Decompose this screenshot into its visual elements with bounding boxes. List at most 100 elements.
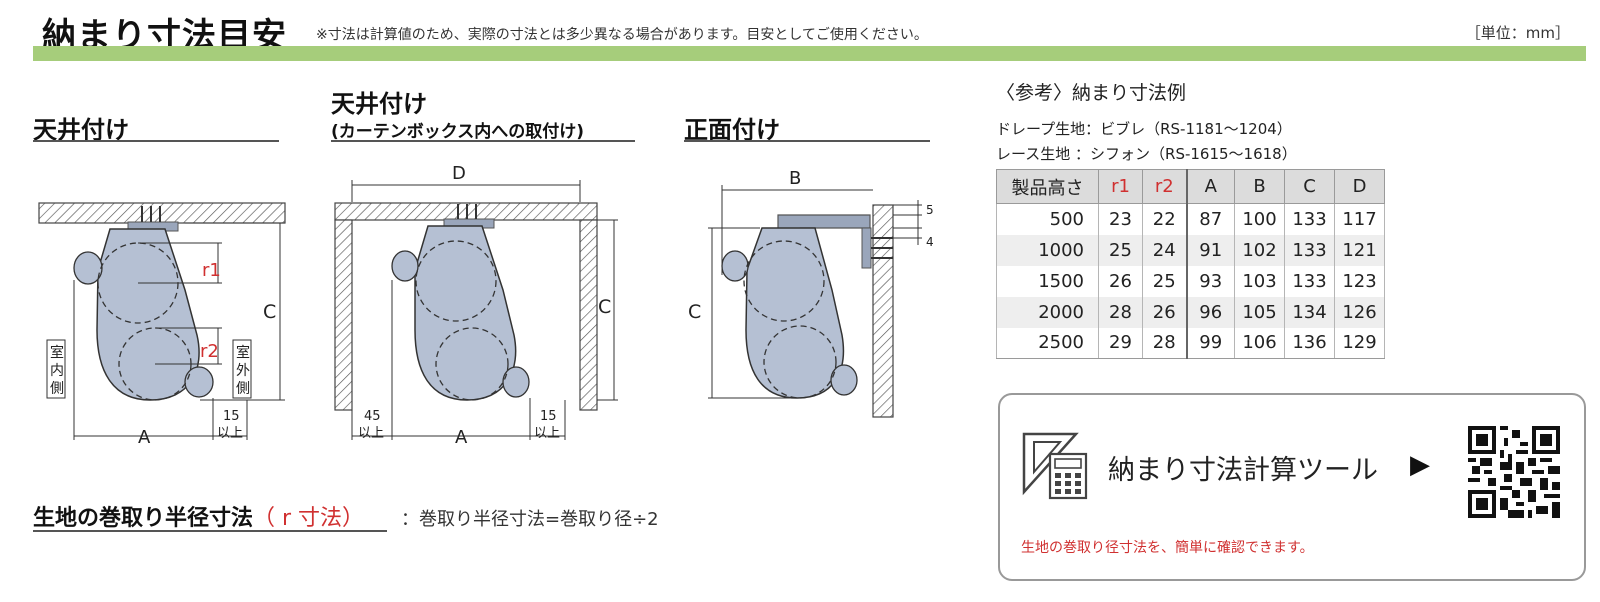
cell-a: 96 [1185, 296, 1235, 328]
diagram-ceiling-box: D C A 45 以上 15 以上 [334, 163, 618, 448]
calculator-icon [1022, 432, 1088, 500]
cell-r1: 23 [1098, 203, 1143, 235]
bracket-screws-icon [457, 204, 477, 219]
cell-b: 103 [1234, 265, 1285, 297]
radius-title-paren: （ r 寸法） [253, 506, 365, 531]
cell-r1: 26 [1098, 265, 1143, 297]
label-c: C [263, 301, 276, 323]
cell-r2: 28 [1142, 327, 1187, 359]
label-d: D [452, 163, 466, 184]
table-row: 500 23 22 87 100 133 117 [996, 203, 1385, 235]
label-b: B [789, 168, 801, 189]
label-15: 15 [223, 409, 240, 424]
cell-r2: 22 [1142, 203, 1187, 235]
calc-tool-link[interactable]: 納まり寸法計算ツール [1108, 455, 1378, 486]
cell-d: 123 [1334, 265, 1385, 297]
ceiling-hatch [38, 202, 286, 224]
cell-a: 93 [1185, 265, 1235, 297]
table-row: 1500 26 25 93 103 133 123 [996, 265, 1385, 297]
header-accent-bar [33, 46, 1586, 61]
diagram-front: B C 5 4 [688, 168, 934, 418]
cell-r1: 29 [1098, 327, 1143, 359]
cell-d: 121 [1334, 234, 1385, 266]
cell-c: 133 [1284, 203, 1335, 235]
cell-r1: 28 [1098, 296, 1143, 328]
cell-b: 105 [1234, 296, 1285, 328]
label-45: 45 [364, 409, 381, 424]
header-note: ※寸法は計算値のため、実際の寸法とは多少異なる場合があります。目安としてご使用く… [316, 27, 928, 43]
cell-r1: 25 [1098, 234, 1143, 266]
label-outdoor-1: 室 [236, 344, 250, 361]
label-r2: r2 [200, 341, 219, 362]
label-a: A [138, 427, 151, 448]
cell-height: 1000 [996, 234, 1099, 266]
cell-r2: 26 [1142, 296, 1187, 328]
label-indoor-3: 側 [50, 381, 64, 397]
table-header-row: 製品高さ r1 r2 A B C D [996, 169, 1385, 204]
roll-knob [73, 251, 103, 285]
unit-label: ［単位：mm］ [1465, 24, 1570, 42]
cell-a: 99 [1185, 327, 1235, 359]
cell-r2: 25 [1142, 265, 1187, 297]
label-r1: r1 [202, 260, 221, 281]
cell-d: 117 [1334, 203, 1385, 235]
cell-c: 134 [1284, 296, 1335, 328]
cell-a: 91 [1185, 234, 1235, 266]
roll-knob [184, 366, 214, 398]
dimension-table: 製品高さ r1 r2 A B C D 500 23 22 87 100 133 … [996, 169, 1385, 359]
label-outdoor-2: 外 [236, 363, 250, 379]
radius-underline [33, 530, 387, 532]
section-underline-ceiling [33, 140, 279, 142]
header-r1: r1 [1098, 169, 1143, 204]
label-c: C [688, 301, 701, 323]
cell-b: 102 [1234, 234, 1285, 266]
radius-title-main: 生地の巻取り半径寸法 [33, 506, 254, 531]
cell-c: 133 [1284, 234, 1335, 266]
radius-equation: ：巻取り半径寸法=巻取り径÷2 [401, 509, 659, 530]
cell-b: 100 [1234, 203, 1285, 235]
label-indoor-2: 内 [50, 363, 64, 379]
header-a: A [1185, 169, 1235, 204]
table-row: 1000 25 24 91 102 133 121 [996, 234, 1385, 266]
qr-code-icon[interactable] [1468, 426, 1560, 518]
header-d: D [1334, 169, 1385, 204]
header-r2: r2 [1142, 169, 1187, 204]
cell-r2: 24 [1142, 234, 1187, 266]
section-underline-ceiling-box [331, 140, 635, 142]
label-indoor-1: 室 [50, 344, 64, 361]
cell-c: 136 [1284, 327, 1335, 359]
label-4: 4 [926, 235, 934, 249]
cell-b: 106 [1234, 327, 1285, 359]
label-c: C [598, 296, 611, 318]
header-height: 製品高さ [996, 169, 1099, 204]
radius-title: 生地の巻取り半径寸法（ r 寸法） [33, 500, 364, 532]
bracket-screws-icon [141, 206, 161, 222]
mounting-diagrams: r1 r2 C A 室 内 側 室 外 側 15 以上 [38, 163, 934, 448]
label-5: 5 [926, 203, 934, 217]
cell-height: 500 [996, 203, 1099, 235]
label-or-more: 以上 [358, 426, 384, 441]
cell-d: 126 [1334, 296, 1385, 328]
cell-height: 1500 [996, 265, 1099, 297]
calc-tool-note: 生地の巻取り径寸法を、簡単に確認できます。 [1021, 540, 1314, 556]
header-c: C [1284, 169, 1335, 204]
table-row: 2000 28 26 96 105 134 126 [996, 296, 1385, 328]
diagram-ceiling: r1 r2 C A 室 内 側 室 外 側 15 以上 [38, 202, 286, 448]
label-outdoor-3: 側 [236, 381, 250, 397]
section-title-front: 正面付け [684, 116, 780, 144]
label-15: 15 [540, 409, 557, 424]
lace-spec: レース生地 ：シフォン（RS-1615～1618） [996, 145, 1297, 163]
header-b: B [1234, 169, 1285, 204]
label-or-more: 以上 [534, 426, 560, 441]
arrow-right-icon[interactable]: ▶ [1410, 450, 1430, 480]
reference-title: 〈参考〉納まり寸法例 [996, 82, 1187, 104]
table-row: 2500 29 28 99 106 136 129 [996, 327, 1385, 359]
section-title-ceiling-box: 天井付け [331, 90, 427, 118]
cell-height: 2000 [996, 296, 1099, 328]
cell-height: 2500 [996, 327, 1099, 359]
section-underline-front [684, 140, 930, 142]
cell-d: 129 [1334, 327, 1385, 359]
cell-a: 87 [1185, 203, 1235, 235]
label-a: A [455, 427, 468, 448]
section-subtitle-ceiling-box: (カーテンボックス内への取付け) [331, 122, 585, 142]
